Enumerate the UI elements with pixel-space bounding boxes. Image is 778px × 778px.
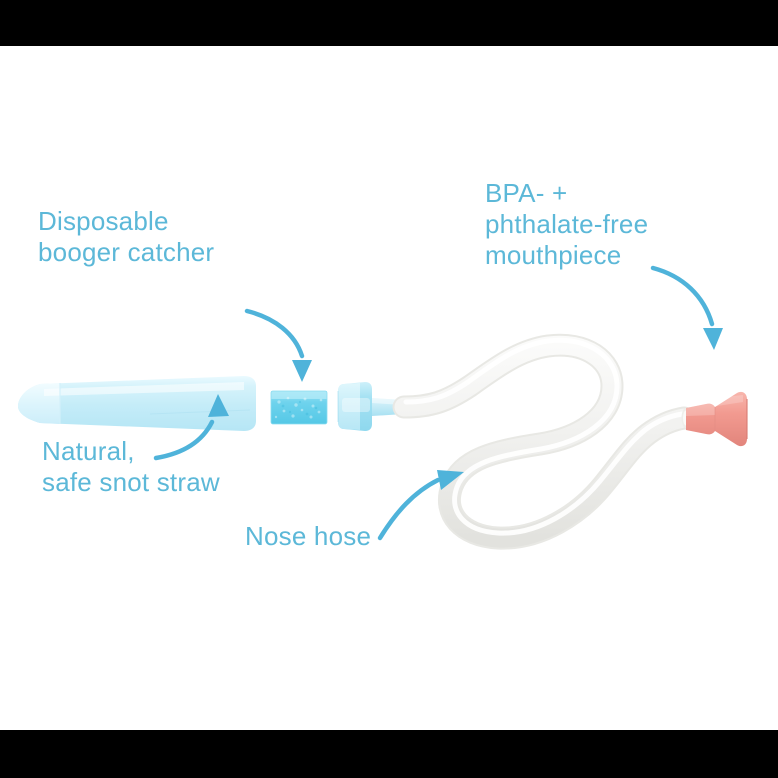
product-diagram-canvas: Disposable booger catcher BPA- + phthala… <box>0 46 778 730</box>
arrow-nose-hose <box>377 470 464 541</box>
product-illustration <box>18 265 748 550</box>
letterbox-bar-top <box>0 0 778 46</box>
label-natural-safe-snot-straw: Natural, safe snot straw <box>42 436 220 497</box>
label-disposable-booger-catcher: Disposable booger catcher <box>38 206 215 267</box>
label-bpa-phthalate-free-mouthpiece: BPA- + phthalate-free mouthpiece <box>485 178 649 270</box>
arrow-mouthpiece <box>650 265 723 350</box>
nose-hose-part <box>392 333 696 550</box>
label-nose-hose: Nose hose <box>245 521 372 551</box>
arrow-snot-straw <box>153 394 229 461</box>
mouthpiece-part <box>686 391 748 447</box>
snot-straw-part <box>18 376 256 431</box>
arrow-booger-catcher <box>244 308 312 382</box>
letterbox-bar-bottom <box>0 730 778 778</box>
filter-sponge-part <box>270 390 328 425</box>
